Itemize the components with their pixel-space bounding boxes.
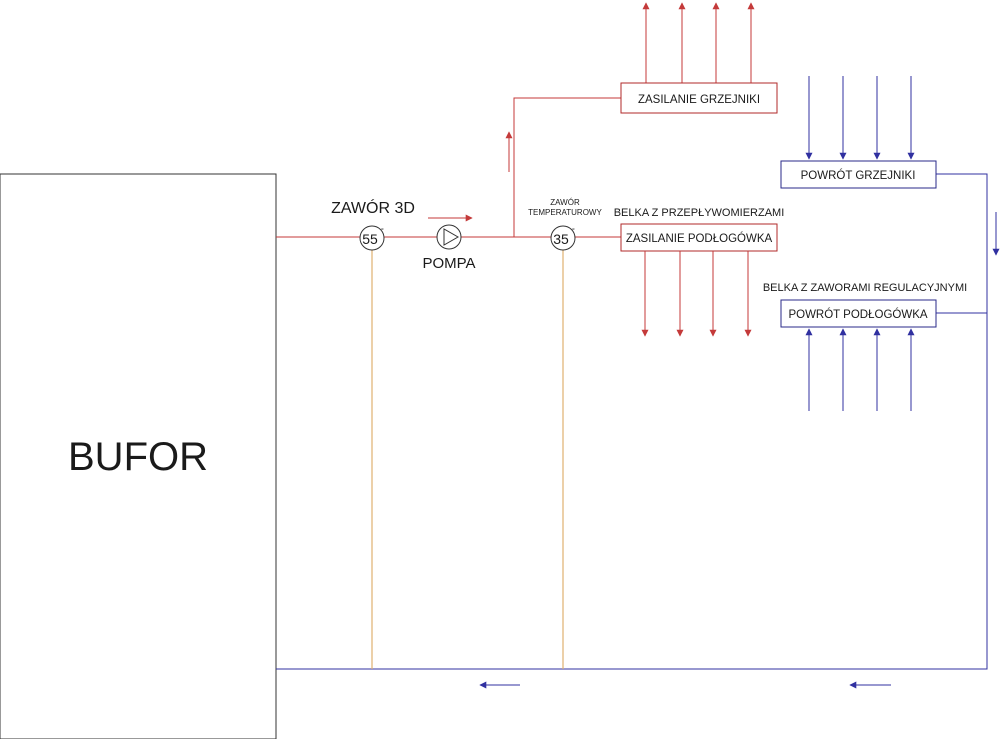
supply-radiators-label: ZASILANIE GRZEJNIKI <box>638 94 760 106</box>
buffer-tank: BUFOR <box>0 173 277 739</box>
return-floor-manifold: BELKA Z ZAWORAMI REGULACYJNYMI POWRÓT PO… <box>763 282 967 411</box>
regulating-manifold-title: BELKA Z ZAWORAMI REGULACYJNYMI <box>763 282 967 294</box>
pump-icon <box>443 228 460 246</box>
pump-label: POMPA <box>422 255 475 272</box>
pump[interactable]: POMPA <box>422 224 476 272</box>
temp-valve-unit: ° <box>572 227 575 235</box>
valve-3d-value: 55 <box>362 231 378 247</box>
buffer-label: BUFOR <box>68 435 208 479</box>
return-floor-label: POWRÓT PODŁOGÓWKA <box>788 308 927 321</box>
temp-valve-title-line1: ZAWÓR <box>550 198 580 207</box>
return-radiators-manifold: POWRÓT GRZEJNIKI <box>780 76 937 189</box>
temperature-valve[interactable]: ZAWÓR TEMPERATUROWY 35 ° <box>528 198 602 251</box>
return-radiators-label: POWRÓT GRZEJNIKI <box>801 169 916 182</box>
flowmeter-manifold-title: BELKA Z PRZEPŁYWOMIERZAMI <box>614 207 785 219</box>
return-pipe <box>276 173 1000 689</box>
valve-3d[interactable]: ZAWÓR 3D 55 ° <box>331 198 415 251</box>
temp-valve-title-line2: TEMPERATUROWY <box>528 208 602 217</box>
supply-floor-label: ZASILANIE PODŁOGÓWKA <box>626 232 773 245</box>
valve-3d-title: ZAWÓR 3D <box>331 198 415 217</box>
temp-valve-value: 35 <box>553 231 569 247</box>
supply-radiators-manifold: ZASILANIE GRZEJNIKI <box>620 2 778 114</box>
supply-floor-manifold: BELKA Z PRZEPŁYWOMIERZAMI ZASILANIE PODŁ… <box>614 207 785 337</box>
valve-3d-unit: ° <box>381 227 384 235</box>
